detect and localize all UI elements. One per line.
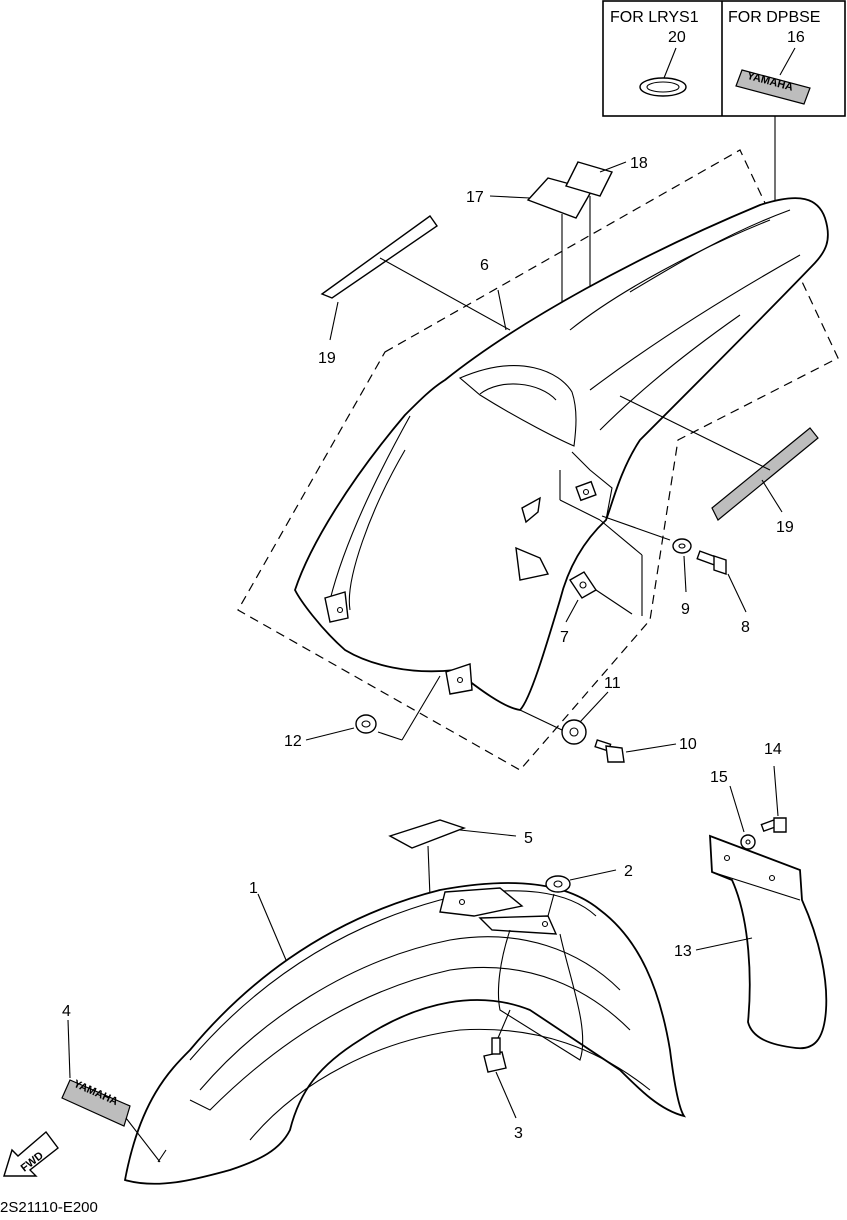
callout-11: 11 [604, 675, 621, 692]
callout-9: 9 [681, 601, 690, 618]
washer-11-icon [561, 719, 587, 745]
side-decal-19-upper-icon [320, 215, 438, 299]
emblem-20-icon [639, 77, 687, 97]
callout-6: 6 [480, 257, 489, 274]
drawing-code: 2S21110-E200 [0, 1199, 98, 1216]
callout-10: 10 [679, 736, 697, 753]
bolt-10-icon [594, 739, 625, 763]
variant-left-header: FOR LRYS1 [610, 9, 699, 26]
variant-box: FOR LRYS1 FOR DPBSE 20 16 YAMAHA [602, 0, 846, 117]
callout-14: 14 [764, 741, 782, 758]
nut-7-icon [569, 571, 597, 599]
callout-19-upper: 19 [318, 350, 336, 367]
variant-right-part-number: 16 [787, 29, 805, 46]
bolt-3-icon [483, 1037, 507, 1073]
side-decal-19-lower-icon [711, 427, 819, 521]
callout-15: 15 [710, 769, 728, 786]
mud-flap-13-icon [709, 834, 828, 1050]
front-fender-icon [123, 882, 687, 1185]
callout-12: 12 [284, 733, 302, 750]
decal-4-yamaha-icon: YAMAHA [61, 1078, 131, 1127]
callout-18: 18 [630, 155, 648, 172]
callout-2: 2 [624, 863, 633, 880]
callout-13: 13 [674, 943, 692, 960]
decal-5-icon [388, 819, 467, 849]
callout-4: 4 [62, 1003, 71, 1020]
screw-14-icon [760, 817, 787, 833]
callout-7: 7 [560, 629, 569, 646]
callout-8: 8 [741, 619, 750, 636]
callout-17: 17 [466, 189, 484, 206]
variant-left-part-number: 20 [668, 29, 686, 46]
callout-5: 5 [524, 830, 533, 847]
callout-1: 1 [249, 880, 258, 897]
callout-3: 3 [514, 1125, 523, 1142]
callout-19-lower: 19 [776, 519, 794, 536]
bolt-8-icon [696, 550, 727, 575]
callout-labels: 1 2 3 4 5 6 7 8 9 10 11 12 13 14 15 17 1… [62, 155, 794, 1142]
emblem-16-icon: YAMAHA [735, 69, 811, 105]
decal-18-icon [564, 161, 614, 197]
grommet-12-icon [355, 714, 377, 734]
rear-fender-icon [294, 197, 829, 711]
nut-2-icon [545, 875, 571, 893]
forward-arrow-icon: FWD [3, 1130, 59, 1177]
washer-15-icon [740, 834, 756, 850]
variant-right-header: FOR DPBSE [728, 9, 820, 26]
washer-9-icon [672, 538, 692, 554]
